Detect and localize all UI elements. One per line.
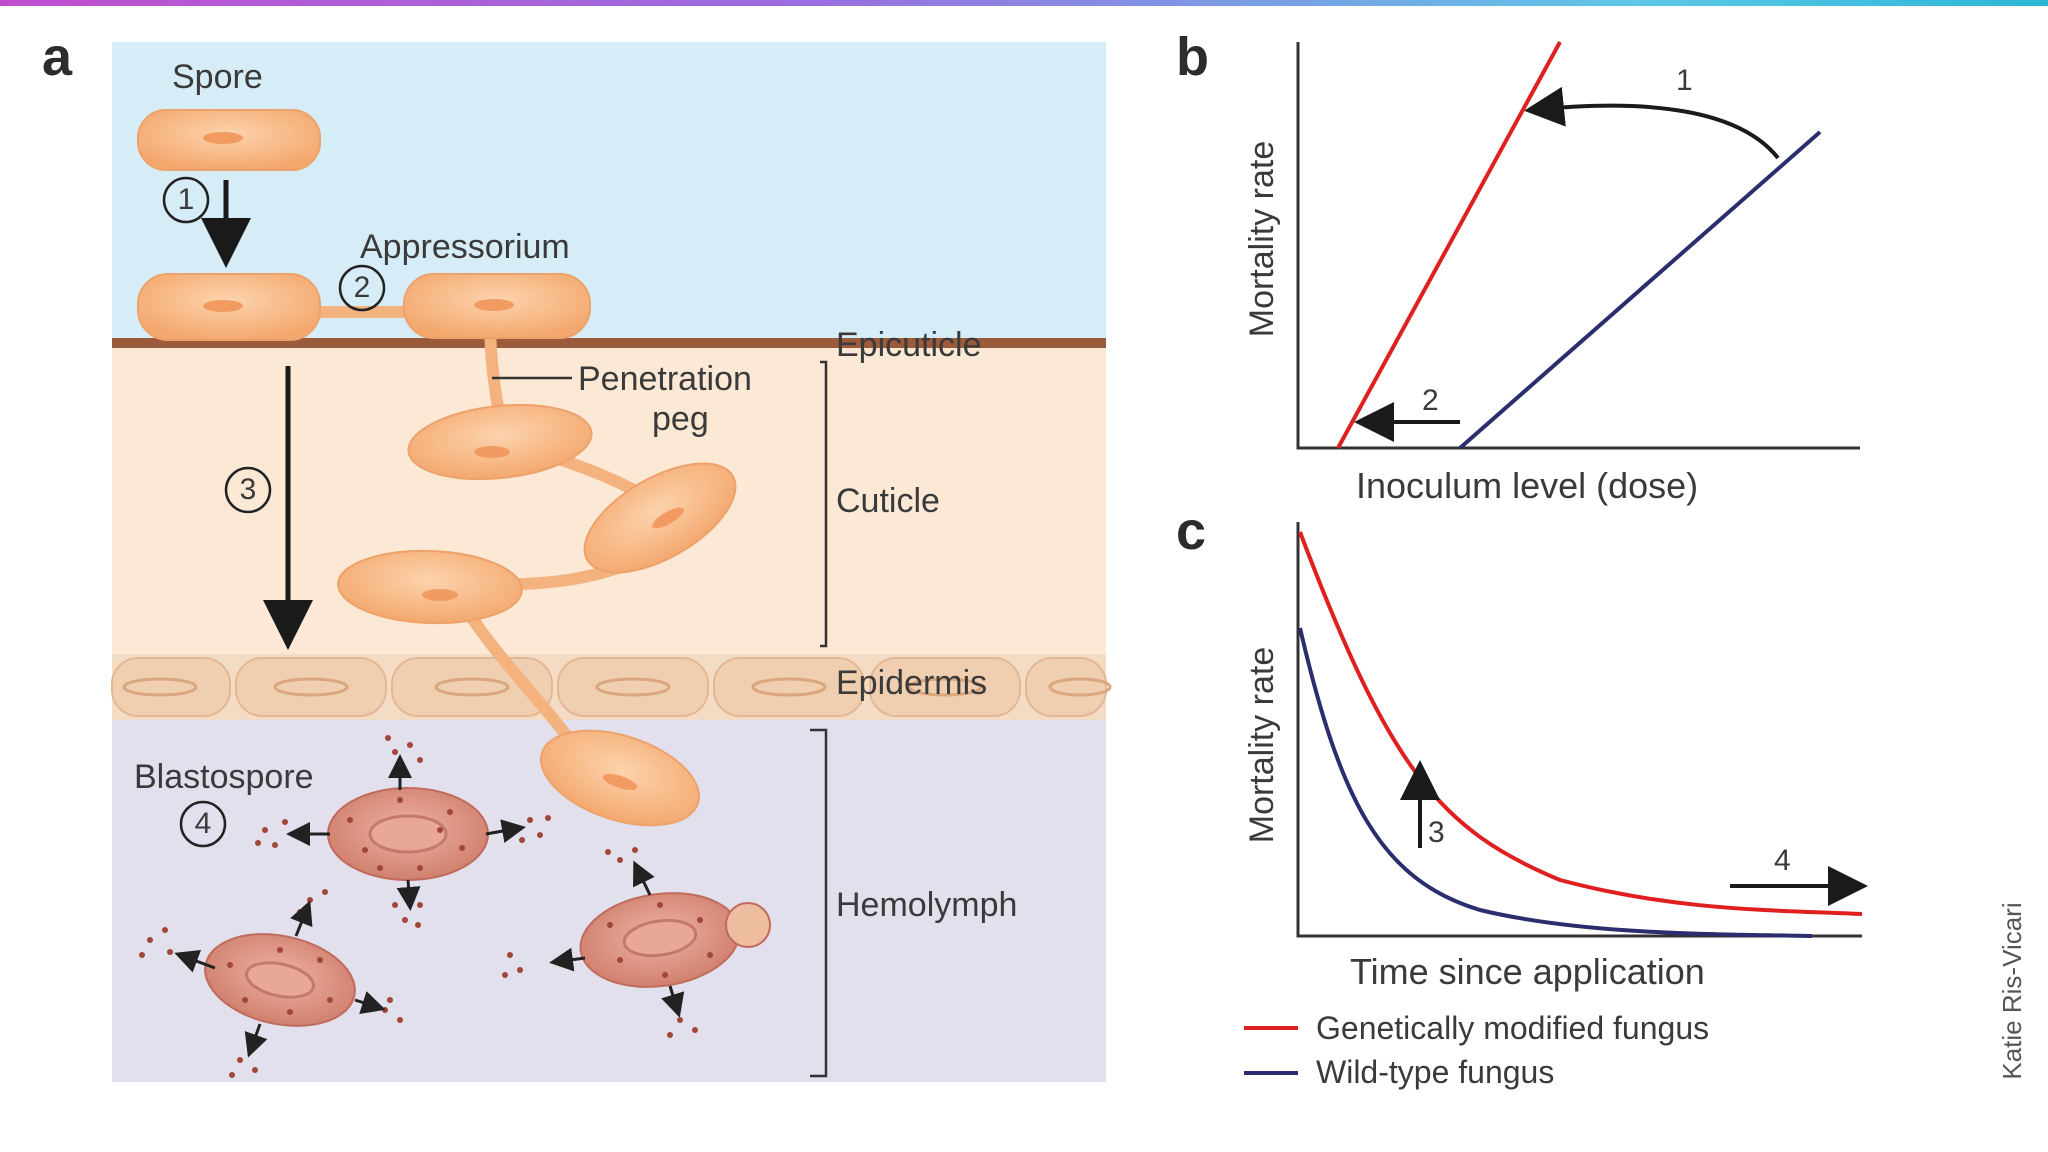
legend-label-wt: Wild-type fungus <box>1316 1054 1555 1090</box>
panel-b-wt-line <box>1458 130 1822 450</box>
label-penetration: Penetration <box>578 360 752 398</box>
artist-credit: Katie Ris-Vicari <box>1997 902 2027 1080</box>
panel-c-gm-curve <box>1298 531 1863 916</box>
process-arrows <box>201 180 313 650</box>
panel-c-wt-curve <box>1298 627 1813 938</box>
epidermis-cells <box>111 657 1107 717</box>
panel-c-annotation-4: 4 <box>1774 844 1791 877</box>
panel-b-gm-line <box>1336 41 1562 449</box>
epicuticle-layer <box>112 338 1106 348</box>
step-1: 1 <box>177 183 195 216</box>
label-appressorium: Appressorium <box>360 228 570 266</box>
fungal-nuclei <box>203 132 684 790</box>
panel-b-annotation-2: 2 <box>1422 384 1439 417</box>
epidermis-nuclei <box>122 677 1112 697</box>
toxin-arrows <box>174 754 685 1058</box>
step-3: 3 <box>239 473 257 506</box>
panel-letter-b: b <box>1176 27 1209 87</box>
step-circles <box>162 176 386 848</box>
label-peg: peg <box>652 400 709 438</box>
panel-c-annotation-3: 3 <box>1428 816 1445 849</box>
panel-b-arrow-1 <box>1524 86 1780 160</box>
label-cuticle: Cuticle <box>836 482 940 520</box>
panel-letter-c: c <box>1176 501 1207 561</box>
label-epicuticle: Epicuticle <box>836 326 982 364</box>
label-hemolymph: Hemolymph <box>836 886 1018 924</box>
panel-c-axes <box>1296 522 1862 938</box>
legend-label-gm: Genetically modified fungus <box>1316 1010 1710 1046</box>
blastospore-nuclei <box>245 814 698 999</box>
panel-b-axes <box>1296 42 1860 450</box>
panel-b-xlabel: Inoculum level (dose) <box>1356 465 1699 506</box>
step-4: 4 <box>194 807 212 840</box>
panel-b-ylabel: Mortality rate <box>1243 140 1281 338</box>
panel-letter-a: a <box>42 27 73 87</box>
panel-c-ylabel: Mortality rate <box>1243 646 1281 844</box>
step-2: 2 <box>353 271 371 304</box>
top-accent-bar <box>0 0 2048 6</box>
layer-brackets <box>492 360 828 1078</box>
label-spore: Spore <box>172 58 263 96</box>
label-blastospore: Blastospore <box>134 758 314 796</box>
panel-c-xlabel: Time since application <box>1350 951 1705 992</box>
label-epidermis: Epidermis <box>836 664 988 702</box>
panel-b-annotation-1: 1 <box>1676 64 1693 97</box>
